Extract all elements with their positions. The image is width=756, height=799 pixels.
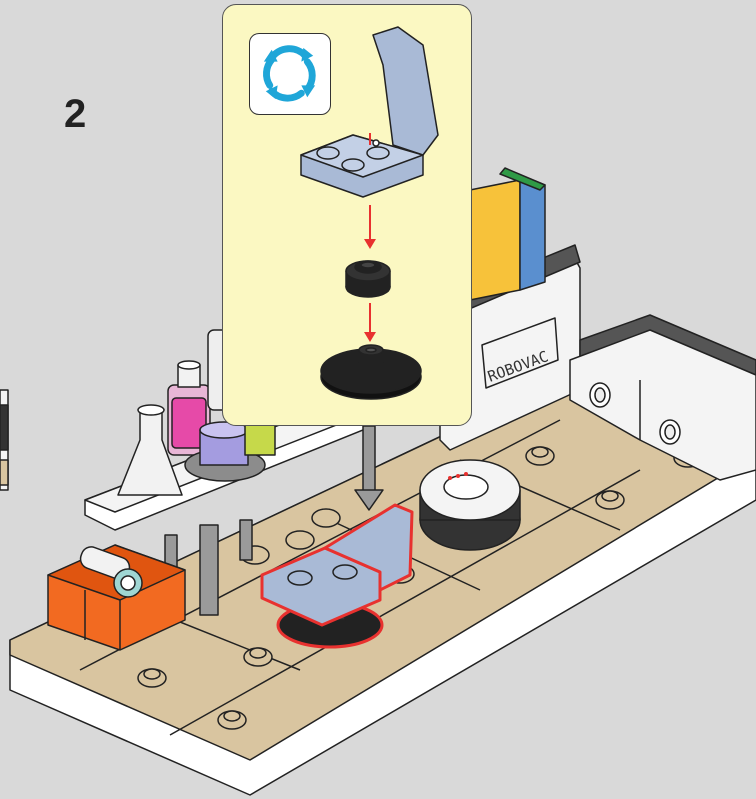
left-edge-piece	[0, 390, 8, 490]
red-arrow-1	[364, 205, 376, 249]
red-arrow-2	[364, 303, 376, 342]
seat-piece-icon	[301, 27, 438, 197]
sub-assembly-callout	[222, 4, 472, 426]
round-plate-piece-icon	[321, 345, 421, 399]
turntable-top-piece-icon	[346, 261, 390, 297]
step-number: 2	[64, 92, 86, 137]
robot-vacuum	[420, 460, 520, 550]
